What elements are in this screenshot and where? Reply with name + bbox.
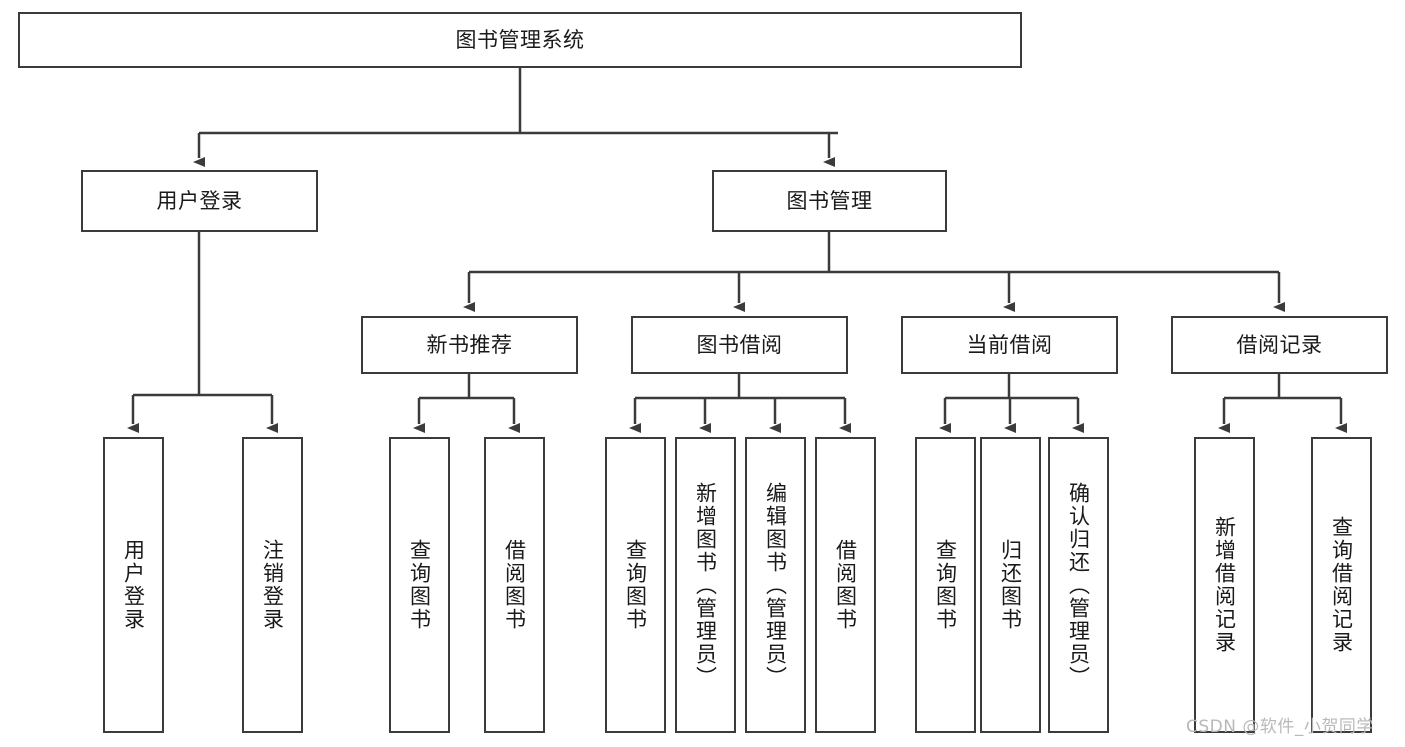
leaf-logout[interactable]: 注销登录 <box>242 437 303 733</box>
node-label: 图书管理系统 <box>455 27 585 52</box>
node-book-management[interactable]: 图书管理 <box>712 170 947 232</box>
leaf-add-borrow-record[interactable]: 新增借阅记录 <box>1194 437 1255 733</box>
node-label: 查询图书 <box>407 539 432 631</box>
leaf-query-borrow-record[interactable]: 查询借阅记录 <box>1311 437 1372 733</box>
leaf-user-login[interactable]: 用户登录 <box>103 437 164 733</box>
node-label: 编辑图书（管理员） <box>763 481 788 689</box>
watermark: CSDN @软件_小贺同学 <box>1186 717 1374 737</box>
node-label: 图书借阅 <box>696 332 783 357</box>
node-label: 用户登录 <box>156 188 243 213</box>
leaf-query-book-recommend[interactable]: 查询图书 <box>389 437 450 733</box>
node-label: 新增借阅记录 <box>1212 516 1237 654</box>
node-label: 查询图书 <box>933 539 958 631</box>
node-label: 图书管理 <box>786 188 873 213</box>
node-user-login[interactable]: 用户登录 <box>81 170 318 232</box>
node-label: 借阅图书 <box>833 539 858 631</box>
node-current-borrow[interactable]: 当前借阅 <box>901 316 1118 374</box>
node-label: 借阅图书 <box>502 539 527 631</box>
node-label: 新书推荐 <box>426 332 513 357</box>
node-label: 确认归还（管理员） <box>1066 481 1091 689</box>
leaf-edit-book-admin[interactable]: 编辑图书（管理员） <box>745 437 806 733</box>
leaf-return-book[interactable]: 归还图书 <box>980 437 1041 733</box>
node-root-book-management-system[interactable]: 图书管理系统 <box>18 12 1022 68</box>
node-label: 当前借阅 <box>966 332 1053 357</box>
leaf-add-book-admin[interactable]: 新增图书（管理员） <box>675 437 736 733</box>
node-borrow-record[interactable]: 借阅记录 <box>1171 316 1388 374</box>
node-label: 查询借阅记录 <box>1329 516 1354 654</box>
node-label: 借阅记录 <box>1236 332 1323 357</box>
leaf-confirm-return-admin[interactable]: 确认归还（管理员） <box>1048 437 1109 733</box>
node-new-book-recommend[interactable]: 新书推荐 <box>361 316 578 374</box>
node-label: 归还图书 <box>998 539 1023 631</box>
node-label: 查询图书 <box>623 539 648 631</box>
node-label: 用户登录 <box>121 539 146 631</box>
leaf-borrow-book[interactable]: 借阅图书 <box>815 437 876 733</box>
leaf-borrow-book-recommend[interactable]: 借阅图书 <box>484 437 545 733</box>
node-label: 新增图书（管理员） <box>693 481 718 689</box>
node-label: 注销登录 <box>260 539 285 631</box>
leaf-query-book-borrow[interactable]: 查询图书 <box>605 437 666 733</box>
leaf-query-book-current[interactable]: 查询图书 <box>915 437 976 733</box>
node-book-borrow[interactable]: 图书借阅 <box>631 316 848 374</box>
